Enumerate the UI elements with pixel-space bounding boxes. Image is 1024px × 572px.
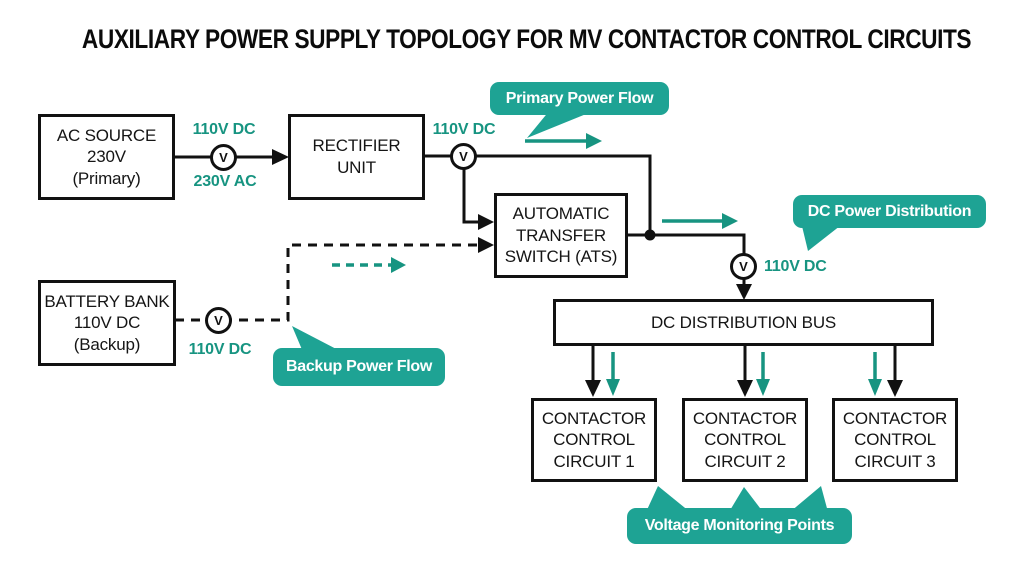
page-title: AUXILIARY POWER SUPPLY TOPOLOGY FOR MV C… (81, 24, 972, 54)
node-label: CONTROL (854, 430, 936, 450)
node-label: (Primary) (72, 168, 141, 188)
voltmeter-icon: V (210, 144, 237, 171)
node-label: CIRCUIT 3 (854, 451, 936, 471)
rectifier-unit-box: RECTIFIER UNIT (288, 114, 425, 200)
node-label: 110V DC (73, 313, 141, 333)
callout-voltage-monitoring-points: Voltage Monitoring Points (627, 508, 852, 544)
node-label: RECTIFIER (312, 136, 401, 156)
node-label: BATTERY BANK (44, 291, 170, 311)
primary-callout-tail (527, 110, 596, 138)
node-label: CONTROL (704, 430, 786, 450)
node-label: CONTACTOR (692, 408, 798, 428)
node-label: DC DISTRIBUTION BUS (650, 312, 837, 332)
contactor-circuit-1-box: CONTACTOR CONTROL CIRCUIT 1 (531, 398, 657, 482)
voltage-label-230vac: 230V AC (193, 173, 257, 190)
node-label: (Backup) (73, 334, 141, 354)
backup-arrowhead (478, 237, 494, 253)
ac-source-box: AC SOURCE 230V (Primary) (38, 114, 175, 200)
teal-arrowheads (391, 133, 882, 396)
node-label: 230V (87, 147, 126, 167)
voltage-label-bus-in: 110V DC (764, 258, 827, 275)
backup-callout-tail (292, 326, 342, 352)
callout-dc-power-distribution: DC Power Distribution (793, 195, 986, 228)
voltmeter-icon: V (730, 253, 757, 280)
dc-distribution-callout-tail (801, 222, 845, 251)
node-label: CONTACTOR (842, 408, 948, 428)
callout-primary-power-flow: Primary Power Flow (490, 82, 669, 115)
voltmeter-icon: V (450, 143, 477, 170)
voltmeter-icon: V (205, 307, 232, 334)
node-label: TRANSFER (515, 225, 607, 245)
primary-power-path (174, 154, 897, 381)
node-label: CIRCUIT 1 (553, 451, 635, 471)
monitoring-callout-tail-2 (729, 487, 763, 512)
node-label: CONTACTOR (541, 408, 647, 428)
junction-dot (644, 229, 656, 241)
dc-distribution-bus-box: DC DISTRIBUTION BUS (553, 299, 934, 346)
node-label: UNIT (337, 158, 376, 177)
callout-backup-power-flow: Backup Power Flow (273, 348, 445, 386)
voltage-label-battery-out: 110V DC (188, 341, 252, 358)
contactor-circuit-3-box: CONTACTOR CONTROL CIRCUIT 3 (832, 398, 958, 482)
flow-legend-arrows (332, 139, 877, 380)
node-label: CONTROL (553, 430, 635, 450)
voltage-label-110vdc-top: 110V DC (192, 121, 256, 138)
node-label: CIRCUIT 2 (704, 451, 786, 471)
primary-arrowheads (272, 149, 903, 397)
monitoring-callout-tail-1 (646, 486, 690, 512)
battery-bank-box: BATTERY BANK 110V DC (Backup) (38, 280, 176, 366)
node-label: SWITCH (ATS) (504, 247, 618, 267)
node-label: AUTOMATIC (512, 204, 610, 224)
monitoring-callout-tail-3 (790, 486, 828, 512)
voltage-label-rectifier-out: 110V DC (432, 121, 496, 138)
ats-box: AUTOMATIC TRANSFER SWITCH (ATS) (494, 193, 628, 278)
callout-tails (292, 110, 845, 512)
node-label: AC SOURCE (56, 125, 157, 145)
contactor-circuit-2-box: CONTACTOR CONTROL CIRCUIT 2 (682, 398, 808, 482)
